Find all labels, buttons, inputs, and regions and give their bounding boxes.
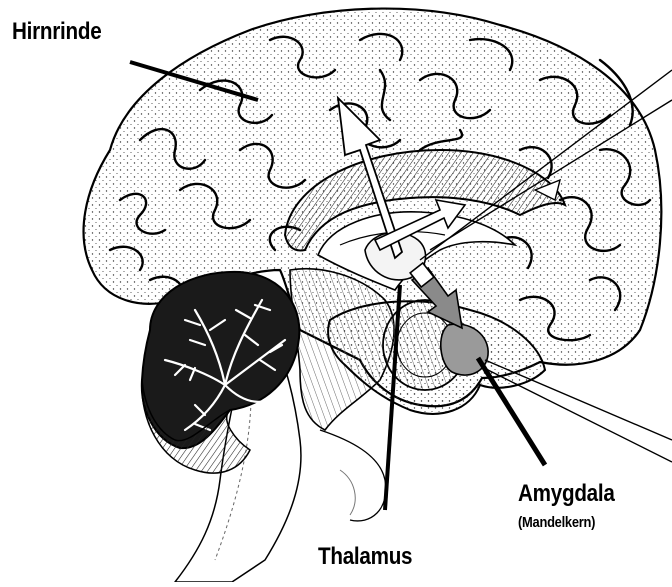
amygdala-sublabel: (Mandelkern) [518,514,595,531]
amygdala-label: Amygdala [518,480,615,508]
thalamus-label: Thalamus [318,543,412,571]
cortex-label: Hirnrinde [12,18,101,46]
